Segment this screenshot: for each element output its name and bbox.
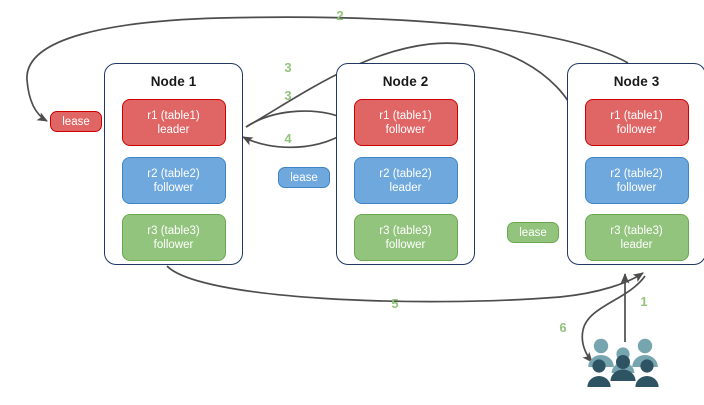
replica-node2-r3[interactable]: r3 (table3) follower [353,214,458,261]
replica-node2-r2[interactable]: r2 (table2) leader [353,157,458,204]
replica-name: r2 (table2) [379,167,432,180]
replica-name: r3 (table3) [379,224,432,237]
replica-role: follower [616,123,657,136]
lease-badge-r2[interactable]: lease [278,167,330,188]
edge-label-2: 2 [336,8,344,23]
replica-node1-r3[interactable]: r3 (table3) follower [121,214,226,261]
node-title: Node 1 [150,74,197,89]
lease-badge-r3[interactable]: lease [507,222,559,243]
replica-name: r1 (table1) [147,109,200,122]
replica-name: r2 (table2) [147,167,200,180]
node-box-node2: Node 2 r1 (table1) follower r2 (table2) … [336,63,475,265]
replica-name: r2 (table2) [610,167,663,180]
replica-role: follower [385,123,426,136]
replica-role: follower [153,181,194,194]
edge-label-4: 4 [284,131,292,146]
node-box-node1: Node 1 r1 (table1) leader r2 (table2) fo… [104,63,243,265]
replica-node1-r2[interactable]: r2 (table2) follower [121,157,226,204]
replica-role: leader [389,181,422,194]
replica-node1-r1[interactable]: r1 (table1) leader [121,99,226,146]
node-box-node3: Node 3 r1 (table1) follower r2 (table2) … [567,63,704,265]
edge-label-1: 1 [640,294,648,309]
users-icon [587,338,659,387]
node-title: Node 3 [613,74,660,89]
edge-label-3b: 3 [284,88,292,103]
replica-node3-r2[interactable]: r2 (table2) follower [584,157,689,204]
edge-3-short-path [245,110,351,128]
replica-role: follower [616,181,657,194]
lease-badge-r1[interactable]: lease [50,111,102,132]
edge-label-5: 5 [391,296,399,311]
replica-node2-r1[interactable]: r1 (table1) follower [353,99,458,146]
replica-node3-r3[interactable]: r3 (table3) leader [584,214,689,261]
replica-role: follower [153,238,194,251]
replica-name: r1 (table1) [610,109,663,122]
replica-name: r1 (table1) [379,109,432,122]
edge-label-3a: 3 [284,60,292,75]
replica-role: follower [385,238,426,251]
replica-role: leader [157,123,190,136]
replica-name: r3 (table3) [147,224,200,237]
edge-5-path [166,265,644,303]
replica-node3-r1[interactable]: r1 (table1) follower [584,99,689,146]
edge-label-6: 6 [559,320,567,335]
replica-role: leader [620,238,653,251]
node-title: Node 2 [382,74,429,89]
replica-name: r3 (table3) [610,224,663,237]
